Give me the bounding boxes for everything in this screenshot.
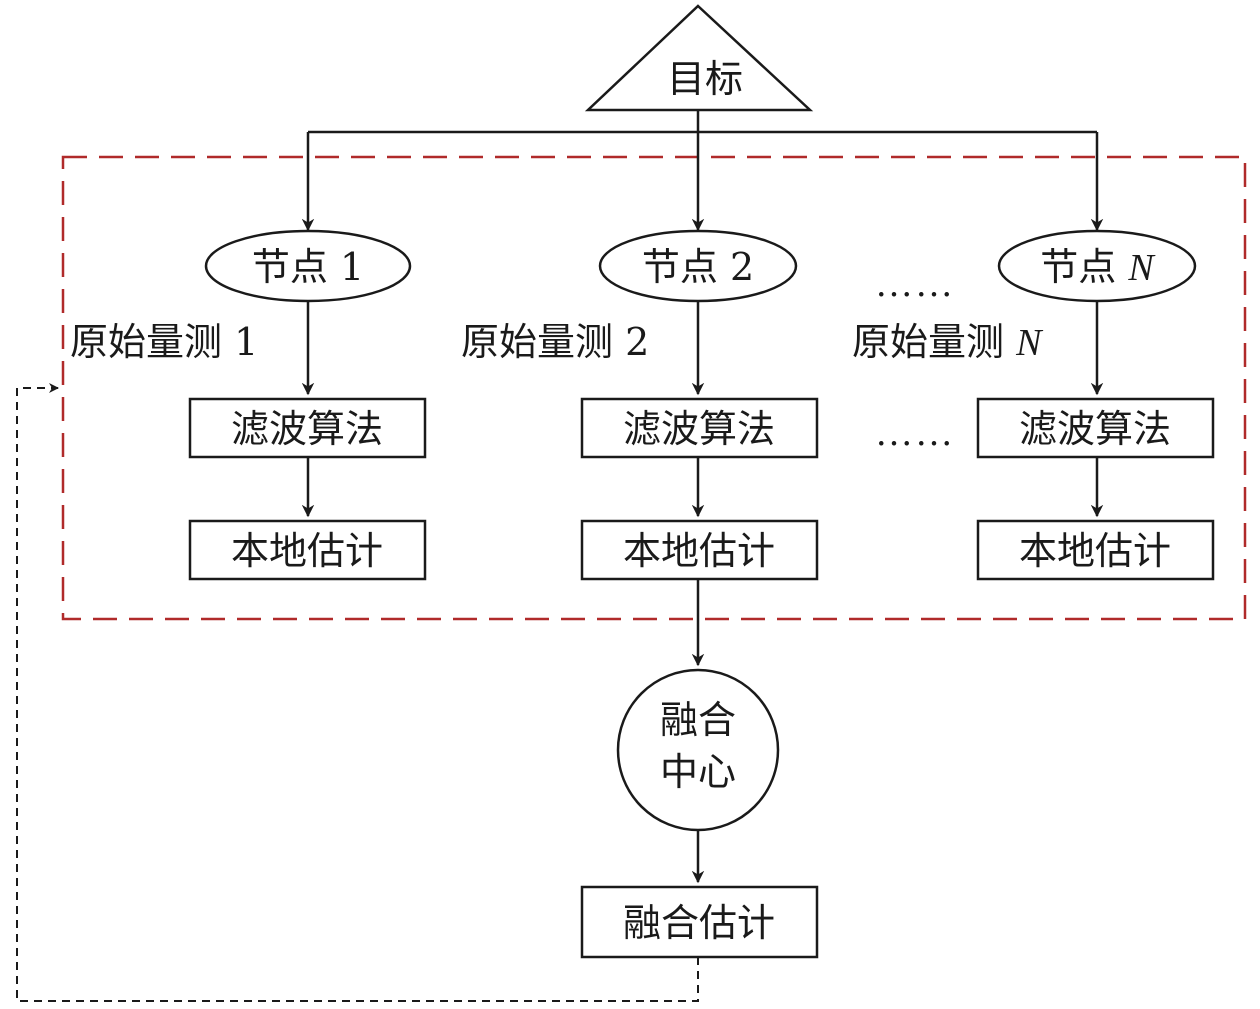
estimate-n-label: 本地估计 bbox=[1019, 529, 1171, 573]
estimate-1-box bbox=[188, 519, 427, 581]
feedback-path bbox=[16, 383, 699, 1002]
measurement-n-label: 原始量测 N bbox=[852, 320, 1044, 364]
node-column-1: 节点 1 原始量测 1 滤波算法 本地估计 bbox=[70, 229, 427, 581]
measurement-1-label: 原始量测 1 bbox=[70, 320, 258, 364]
estimate-2-label: 本地估计 bbox=[623, 529, 775, 573]
filter-2-box bbox=[580, 397, 819, 459]
estimate-n-box bbox=[976, 519, 1215, 581]
node-n-label: 节点 N bbox=[1040, 245, 1156, 289]
node-1-label: 节点 1 bbox=[252, 245, 364, 289]
fusion-estimate: 融合估计 bbox=[580, 885, 819, 959]
filter-n-box bbox=[976, 397, 1215, 459]
fusion-center-line2: 中心 bbox=[660, 750, 736, 794]
fusion-center-line1: 融合 bbox=[660, 698, 736, 742]
filter-2-label: 滤波算法 bbox=[623, 407, 775, 451]
estimate-2-box bbox=[580, 519, 819, 581]
node-2-label: 节点 2 bbox=[642, 245, 754, 289]
fusion-estimate-label: 融合估计 bbox=[623, 901, 775, 945]
fusion-estimate-box bbox=[580, 885, 819, 959]
estimate-1-label: 本地估计 bbox=[231, 529, 383, 573]
filter-1-box bbox=[188, 397, 427, 459]
target-node: 目标 bbox=[584, 4, 814, 112]
filter-n-label: 滤波算法 bbox=[1019, 407, 1171, 451]
filter-1-label: 滤波算法 bbox=[231, 407, 383, 451]
local-processing-region bbox=[61, 155, 1247, 621]
target-distribution-lines bbox=[301, 110, 1104, 232]
fusion-center: 融合 中心 bbox=[616, 668, 780, 832]
target-label: 目标 bbox=[667, 57, 743, 101]
ellipsis-top: …… bbox=[875, 263, 955, 305]
measurement-2-label: 原始量测 2 bbox=[461, 320, 649, 364]
node-column-2: 节点 2 原始量测 2 滤波算法 本地估计 bbox=[461, 229, 819, 581]
node-column-n: 节点 N 原始量测 N 滤波算法 本地估计 bbox=[852, 229, 1215, 581]
ellipsis-middle: …… bbox=[875, 412, 955, 454]
